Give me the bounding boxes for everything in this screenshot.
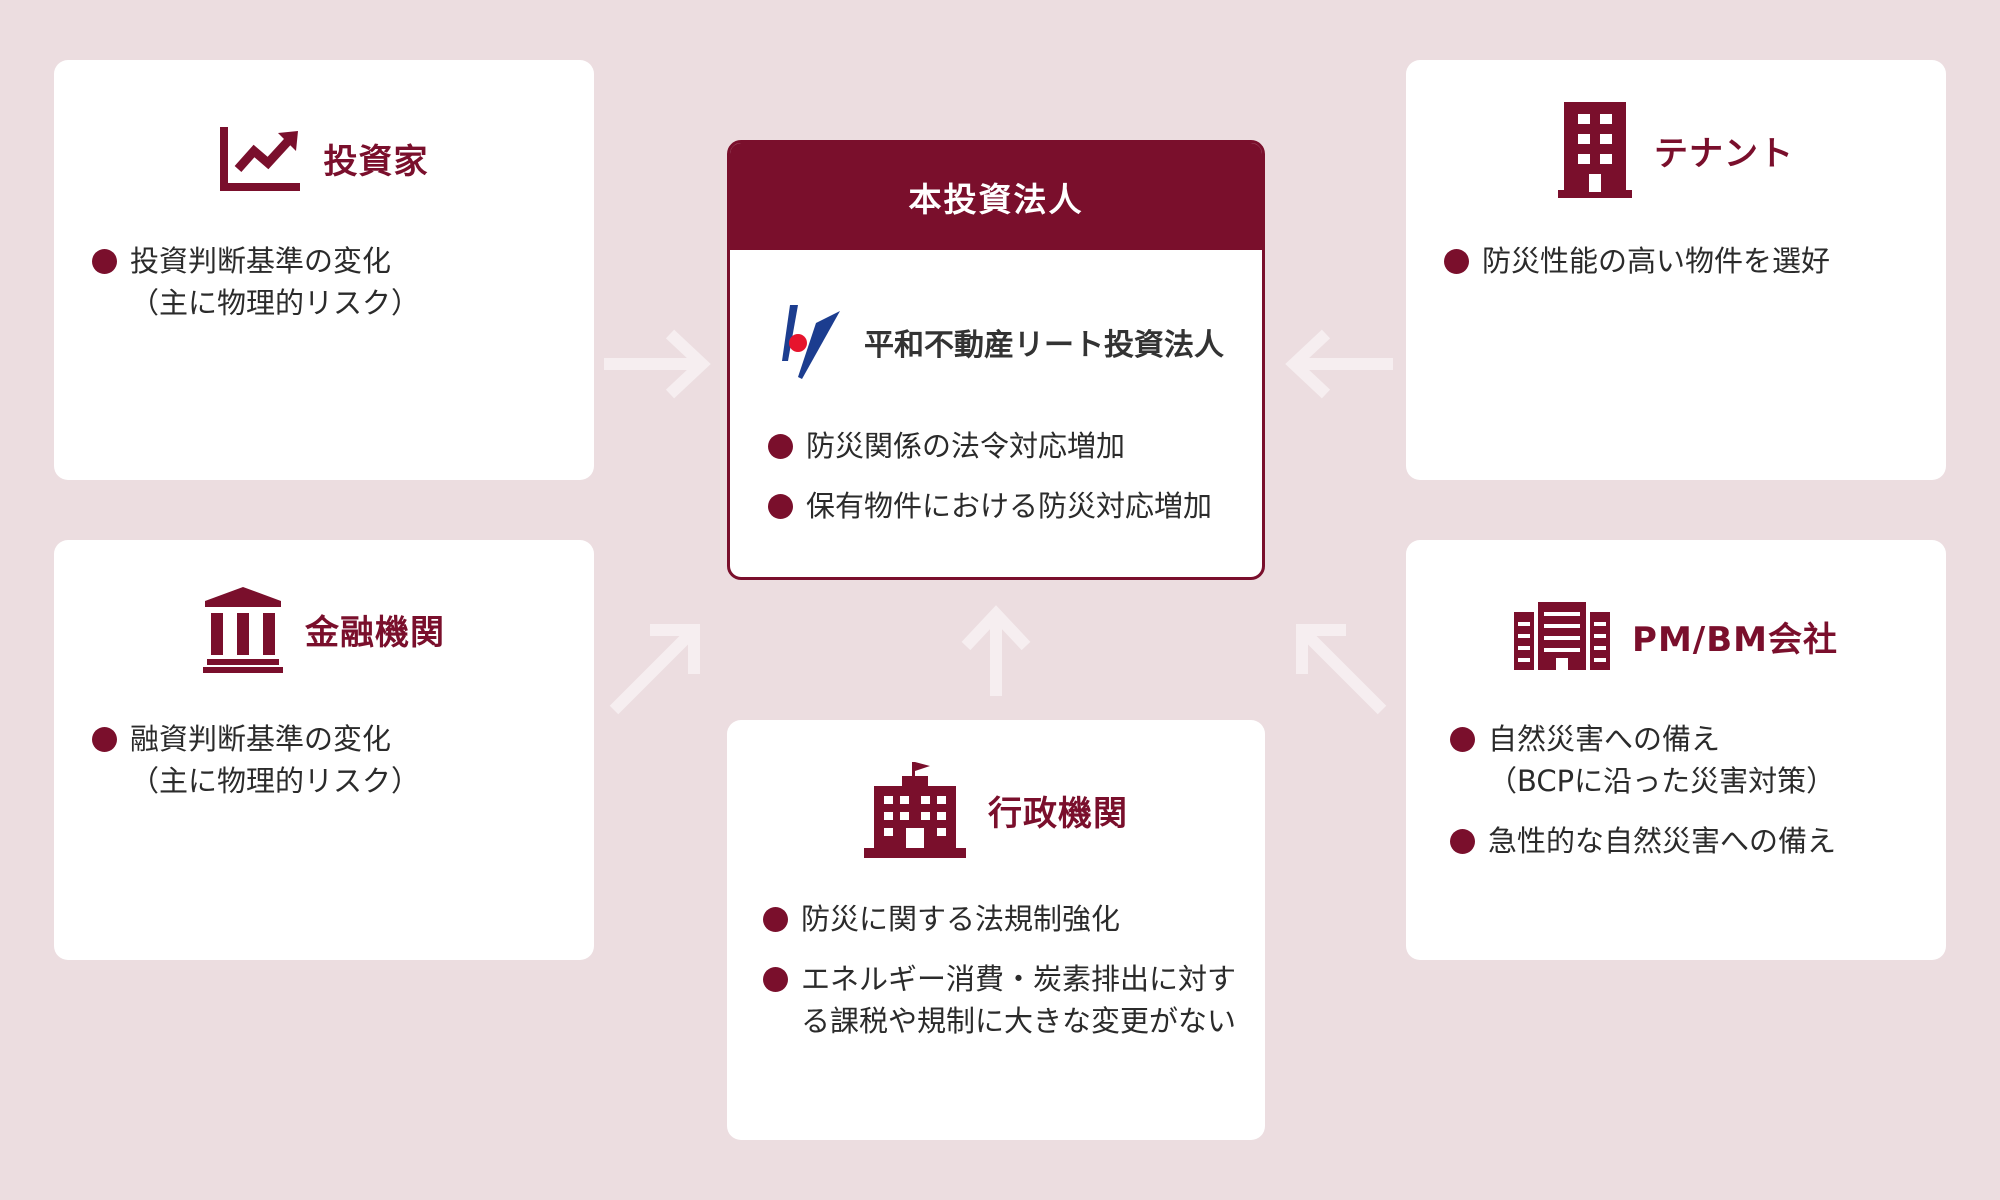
government-header: 行政機関 <box>727 762 1265 858</box>
arrow-left-icon <box>1285 329 1393 399</box>
tenant-title: テナント <box>1654 133 1794 174</box>
list-item: 投資判断基準の変化（主に物理的リスク） <box>92 240 562 324</box>
apartment-building-icon <box>1514 602 1611 670</box>
tenant-bullets: 防災性能の高い物件を選好 <box>1444 240 1914 300</box>
list-item: 防災性能の高い物件を選好 <box>1444 240 1914 282</box>
arrow-right-icon <box>604 329 711 399</box>
tenant-header: テナント <box>1406 102 1946 198</box>
pmbm-bullets: 自然災害への備え（BCPに沿った災害対策） 急性的な自然災害への備え <box>1450 718 1920 880</box>
arrow-up-icon <box>961 605 1031 696</box>
investor-bullets: 投資判断基準の変化（主に物理的リスク） <box>92 240 562 342</box>
arrow-up-left-icon <box>1296 624 1387 715</box>
government-title: 行政機関 <box>988 793 1128 834</box>
list-item: 防災関係の法令対応増加 <box>768 425 1238 467</box>
center-header: 本投資法人 <box>730 143 1262 250</box>
financial-bullets: 融資判断基準の変化（主に物理的リスク） <box>92 718 562 820</box>
pmbm-header: PM/BM会社 <box>1406 602 1946 670</box>
list-item: 防災に関する法規制強化 <box>763 898 1233 940</box>
list-item: エネルギー消費・炭素排出に対する課税や規制に大きな変更がない <box>763 958 1241 1042</box>
government-card: 行政機関 防災に関する法規制強化 エネルギー消費・炭素排出に対する課税や規制に大… <box>727 720 1265 1140</box>
center-bullets: 防災関係の法令対応増加 保有物件における防災対応増加 <box>768 425 1238 545</box>
reit-logo: 平和不動産リート投資法人 <box>780 303 1224 381</box>
arrow-up-right-icon <box>609 624 700 715</box>
line-chart-icon <box>219 125 302 191</box>
financial-header: 金融機関 <box>54 585 594 673</box>
pmbm-card: PM/BM会社 自然災害への備え（BCPに沿った災害対策） 急性的な自然災害への… <box>1406 540 1946 960</box>
government-building-icon <box>864 762 966 858</box>
list-item: 融資判断基準の変化（主に物理的リスク） <box>92 718 562 802</box>
pmbm-title: PM/BM会社 <box>1632 619 1838 660</box>
financial-card: 金融機関 融資判断基準の変化（主に物理的リスク） <box>54 540 594 960</box>
office-building-icon <box>1558 102 1632 198</box>
financial-title: 金融機関 <box>305 612 445 653</box>
bank-icon <box>203 585 283 673</box>
list-item: 急性的な自然災害への備え <box>1450 820 1920 862</box>
list-item: 保有物件における防災対応増加 <box>768 485 1238 527</box>
reit-logo-mark-icon <box>780 303 842 381</box>
list-item: 自然災害への備え（BCPに沿った災害対策） <box>1450 718 1920 802</box>
tenant-card: テナント 防災性能の高い物件を選好 <box>1406 60 1946 480</box>
investor-title: 投資家 <box>323 141 429 182</box>
government-bullets: 防災に関する法規制強化 エネルギー消費・炭素排出に対する課税や規制に大きな変更が… <box>763 898 1236 1060</box>
reit-logo-text: 平和不動産リート投資法人 <box>864 328 1224 363</box>
reit-center-card: 本投資法人 平和不動産リート投資法人 防災関係の法令対応増加 保有物件における防… <box>727 140 1265 580</box>
investor-card: 投資家 投資判断基準の変化（主に物理的リスク） <box>54 60 594 480</box>
investor-header: 投資家 <box>54 125 594 191</box>
